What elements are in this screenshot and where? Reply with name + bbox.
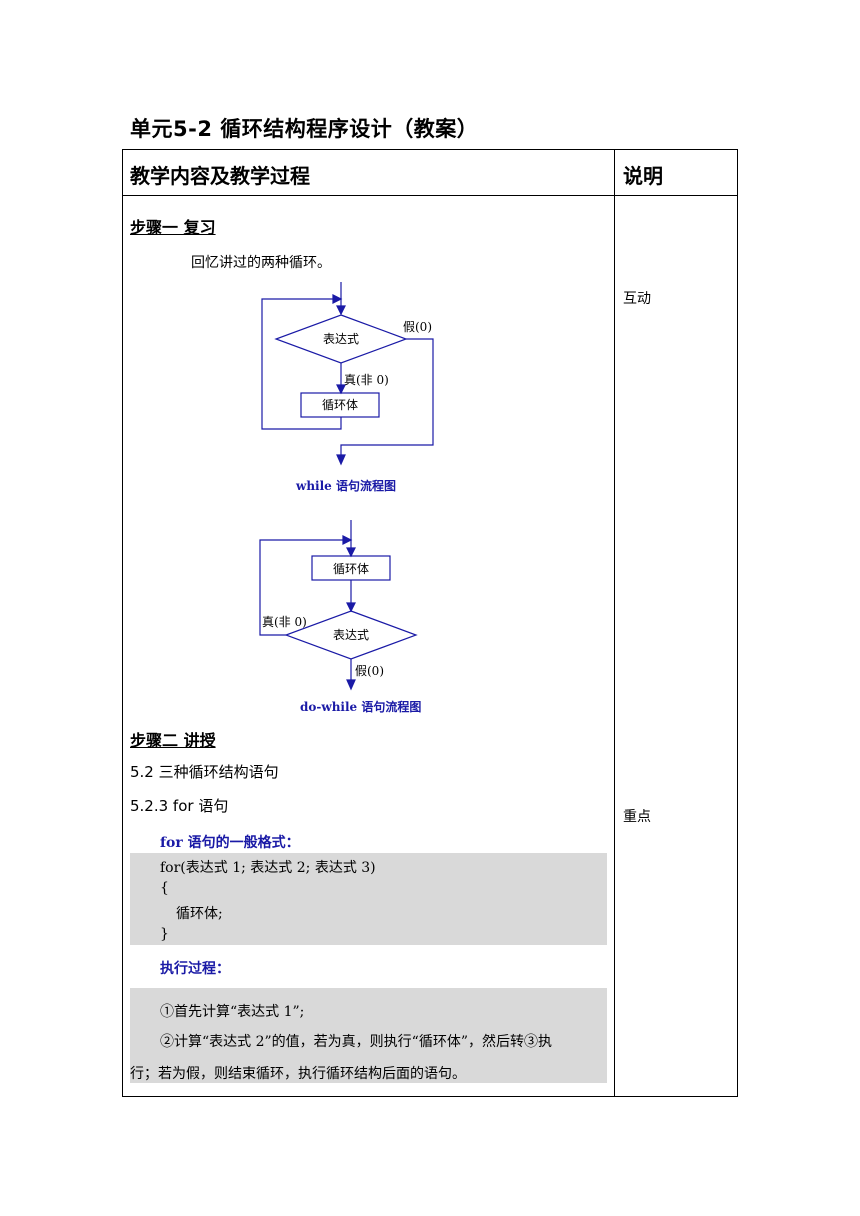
step1-intro: 回忆讲过的两种循环。 [191, 255, 331, 271]
code-line-2: { [160, 880, 169, 896]
lesson-table [122, 149, 738, 1097]
process-label: 执行过程： [160, 961, 230, 977]
header-divider [122, 195, 738, 196]
dowhile-flowchart: 循环体 表达式 真(非 0) 假(0) [259, 520, 418, 691]
dowhile-loopback-line [259, 539, 351, 636]
page-title: 单元5-2 循环结构程序设计（教案） [130, 117, 479, 141]
while-entry-arrowhead [336, 305, 346, 316]
process-block [130, 988, 607, 1083]
while-flowchart: 表达式 循环体 假(0) 真(非 0) [261, 282, 434, 466]
notes-column-header: 说明 [623, 164, 663, 188]
note-interaction: 互动 [623, 291, 651, 307]
while-true-label: 真(非 0) [344, 373, 389, 387]
dowhile-true-label: 真(非 0) [262, 615, 307, 629]
while-false-label: 假(0) [403, 320, 432, 334]
process-line-2: ②计算“表达式 2”的值，若为真，则执行“循环体”，然后转③执 [160, 1034, 552, 1050]
process-line-1: ①首先计算“表达式 1”; [160, 1004, 305, 1020]
format-label: for 语句的一般格式： [160, 835, 300, 851]
code-line-3: 循环体; [176, 906, 223, 922]
while-loopback-line [261, 298, 342, 430]
code-line-4: } [160, 926, 169, 942]
content-column-header: 教学内容及教学过程 [130, 164, 310, 188]
process-line-3: 行；若为假，则结束循环，执行循环结构后面的语句。 [130, 1066, 466, 1082]
while-caption: while 语句流程图 [296, 479, 396, 493]
step2-heading: 步骤二 讲授 [130, 731, 216, 750]
while-body-text: 循环体 [322, 398, 358, 412]
while-false-line [340, 338, 434, 463]
column-divider [614, 149, 615, 1097]
note-key-point: 重点 [623, 809, 651, 825]
section-title: 5.2 三种循环结构语句 [130, 763, 279, 781]
while-cond-text: 表达式 [323, 332, 359, 346]
while-body-box [300, 392, 380, 418]
dowhile-false-label: 假(0) [355, 664, 384, 678]
code-block [130, 853, 607, 945]
dowhile-body-text: 循环体 [333, 562, 369, 576]
dowhile-cond-text: 表达式 [333, 628, 369, 642]
subsection-title: 5.2.3 for 语句 [130, 797, 229, 815]
dowhile-caption: do-while 语句流程图 [300, 700, 422, 714]
code-line-1: for(表达式 1; 表达式 2; 表达式 3) [160, 860, 376, 876]
step1-heading: 步骤一 复习 [130, 218, 216, 237]
